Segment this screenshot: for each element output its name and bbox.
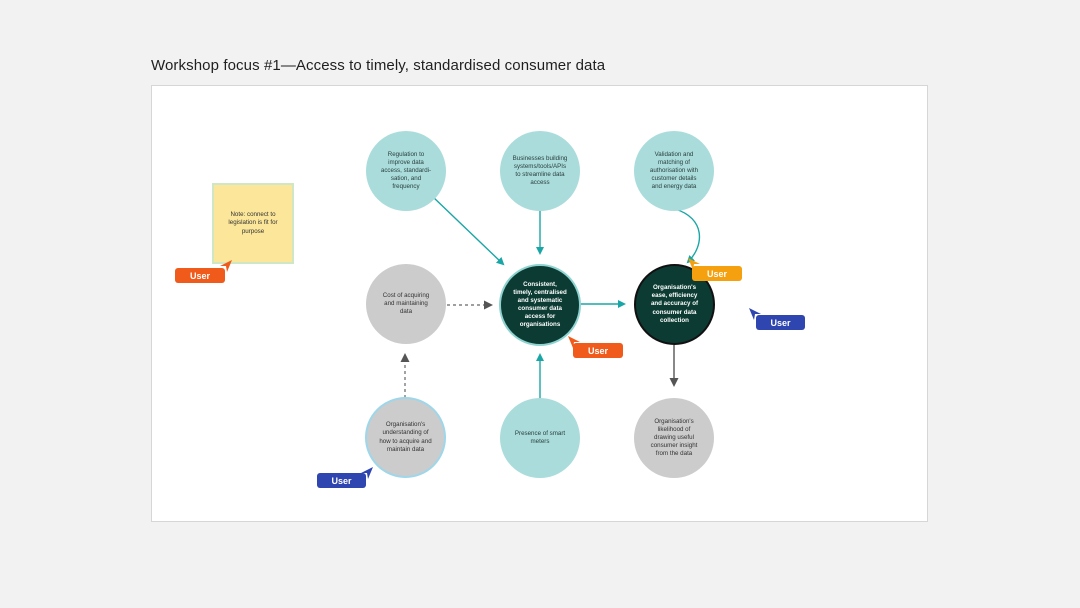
node-regulation-label: Regulation to improve data access, stand… [380,150,432,191]
user-cursor-tag-2: User [573,343,623,358]
node-businesses[interactable]: Businesses building systems/tools/APIs t… [500,131,580,211]
node-understanding[interactable]: Organisation's understanding of how to a… [365,397,446,478]
user-cursor-tag-5: User [317,473,366,488]
user-cursor-tag-4: User [756,315,805,330]
edge-regulation-to-consistent[interactable] [431,195,505,266]
sticky-note[interactable]: Note: connect to legislation is fit for … [212,183,294,264]
cursor-arrow-icon [361,467,373,479]
user-cursor-tag-3: User [692,266,742,281]
cursor-arrow-icon [749,308,761,320]
node-collection-ease-label: Organisation's ease, efficiency and accu… [650,284,699,324]
node-smart-meters[interactable]: Presence of smart meters [500,398,580,478]
node-validation[interactable]: Validation and matching of authorisation… [634,131,714,211]
node-insight-likelihood[interactable]: Organisation's likelihood of drawing use… [634,398,714,478]
cursor-arrow-icon [220,260,232,272]
user-cursor-tag-1: User [175,268,225,283]
node-understanding-label: Organisation's understanding of how to a… [379,421,432,453]
node-consistent-access[interactable]: Consistent, timely, centralised and syst… [499,264,581,346]
edge-validation-to-ease[interactable] [674,208,701,264]
cursor-arrow-icon [568,336,580,348]
node-regulation[interactable]: Regulation to improve data access, stand… [366,131,446,211]
node-cost[interactable]: Cost of acquiring and maintaining data [366,264,446,344]
cursor-arrow-icon [688,258,700,270]
node-consistent-access-label: Consistent, timely, centralised and syst… [513,280,567,329]
node-insight-likelihood-label: Organisation's likelihood of drawing use… [650,417,698,458]
node-smart-meters-label: Presence of smart meters [514,429,566,445]
page-title: Workshop focus #1—Access to timely, stan… [151,57,606,74]
node-validation-label: Validation and matching of authorisation… [649,150,699,191]
node-businesses-label: Businesses building systems/tools/APIs t… [512,154,568,187]
node-cost-label: Cost of acquiring and maintaining data [382,291,430,316]
sticky-note-text: Note: connect to legislation is fit for … [228,211,278,235]
